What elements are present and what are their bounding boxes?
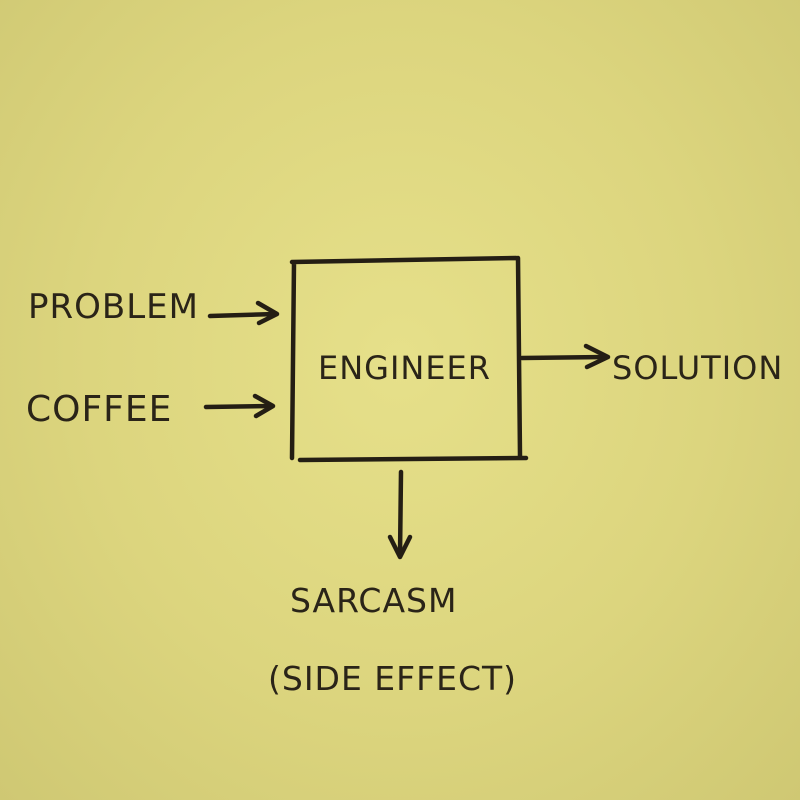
engineer-label: ENGINEER (318, 349, 491, 387)
side-effect-note: (SIDE EFFECT) (268, 659, 518, 698)
coffee-label: COFFEE (26, 389, 173, 430)
problem-label: PROBLEM (28, 287, 199, 327)
problem-arrow (207, 300, 280, 326)
coffee-arrow (203, 393, 276, 419)
solution-arrow (519, 343, 611, 370)
sarcasm-label: SARCASM (290, 581, 458, 620)
engineer-box (289, 255, 529, 463)
solution-label: SOLUTION (612, 349, 784, 387)
sarcasm-arrow (387, 469, 413, 560)
